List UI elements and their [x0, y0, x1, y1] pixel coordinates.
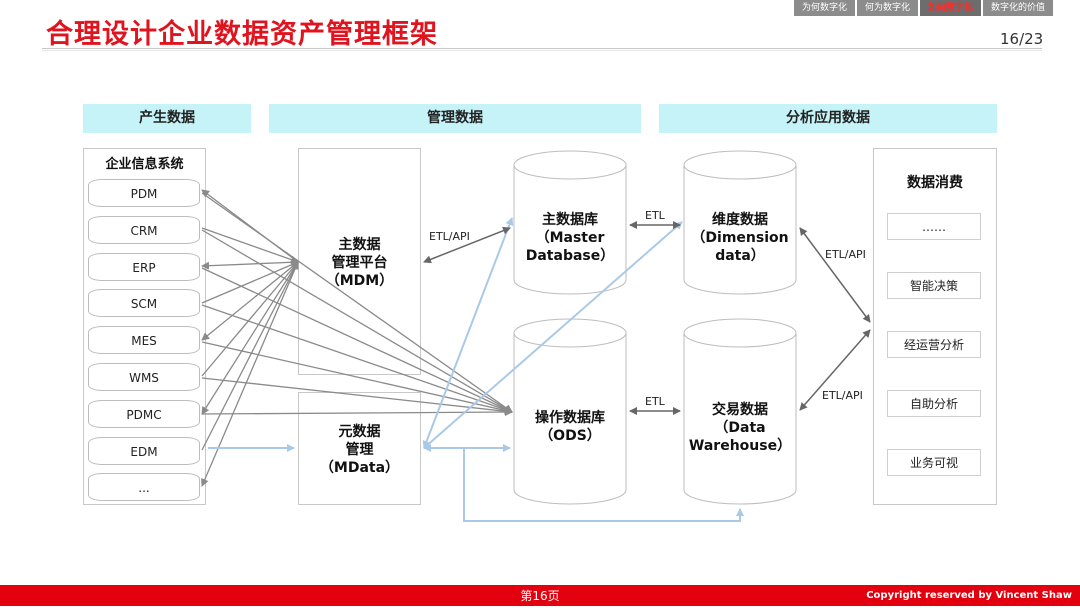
- dimension-data-cylinder: [683, 150, 797, 295]
- section-tabs: 为何数字化 何为数字化 如何数字化 数字化的价值: [792, 0, 1054, 16]
- etl-api-label-mdm: ETL/API: [429, 230, 470, 243]
- etl-arrows: [423, 221, 871, 415]
- system-more: ...: [88, 473, 200, 501]
- section-produce-data: 产生数据: [83, 104, 251, 133]
- mdm-panel: [298, 148, 421, 375]
- system-scm: SCM: [88, 289, 200, 317]
- system-erp: ERP: [88, 253, 200, 281]
- systems-to-ods-arrows: [201, 192, 513, 417]
- consumption-title: 数据消费: [907, 175, 963, 191]
- title-divider-secondary: [42, 50, 1042, 51]
- tab-why-digitalize[interactable]: 为何数字化: [794, 0, 856, 16]
- data-warehouse-cylinder: [683, 318, 797, 505]
- tab-digital-value[interactable]: 数字化的价值: [983, 0, 1054, 16]
- mdata-panel: [298, 392, 421, 505]
- dimension-data-label: 维度数据 （Dimension data）: [691, 212, 789, 264]
- footer-bar: [0, 585, 1080, 606]
- section-analyze-data: 分析应用数据: [659, 104, 997, 133]
- page-title: 合理设计企业数据资产管理框架: [46, 19, 438, 50]
- etl-label-dimension: ETL: [645, 209, 665, 222]
- ods-label: 操作数据库 （ODS）: [535, 410, 605, 444]
- footer-copyright: Copyright reserved by Vincent Shaw: [866, 590, 1072, 601]
- title-divider: [42, 48, 1042, 49]
- tab-what-digitalize[interactable]: 何为数字化: [857, 0, 919, 16]
- footer-page-number: 第16页: [520, 589, 560, 603]
- data-warehouse-label: 交易数据 （Data Warehouse）: [688, 402, 792, 454]
- etl-api-label-warehouse-consumption: ETL/API: [822, 389, 863, 402]
- etl-label-warehouse: ETL: [645, 395, 665, 408]
- system-edm: EDM: [88, 437, 200, 465]
- master-database-label: 主数据库 （Master Database）: [525, 212, 615, 264]
- enterprise-systems-title: 企业信息系统: [105, 157, 184, 172]
- system-pdmc: PDMC: [88, 400, 200, 428]
- master-database-cylinder: [513, 150, 627, 295]
- system-crm: CRM: [88, 216, 200, 244]
- systems-to-mdm-arrows: [201, 189, 299, 487]
- consumption-more: ……: [887, 213, 981, 240]
- tab-how-digitalize[interactable]: 如何数字化: [920, 0, 982, 16]
- etl-api-label-dimension-consumption: ETL/API: [825, 248, 866, 261]
- mdm-label: 主数据 管理平台 （MDM）: [325, 237, 394, 289]
- system-wms: WMS: [88, 363, 200, 391]
- system-pdm: PDM: [88, 179, 200, 207]
- consumption-business-visualization: 业务可视: [887, 449, 981, 476]
- consumption-smart-decision: 智能决策: [887, 272, 981, 299]
- metadata-arrows: [208, 217, 744, 522]
- mdata-label: 元数据 管理 （MData）: [319, 424, 400, 476]
- consumption-operations-analysis: 经运营分析: [887, 331, 981, 358]
- system-mes: MES: [88, 326, 200, 354]
- page-indicator: 16/23: [1000, 30, 1044, 48]
- section-manage-data: 管理数据: [269, 104, 641, 133]
- consumption-self-service-analysis: 自助分析: [887, 390, 981, 417]
- consumption-panel: [873, 148, 997, 505]
- ods-cylinder: [513, 318, 627, 505]
